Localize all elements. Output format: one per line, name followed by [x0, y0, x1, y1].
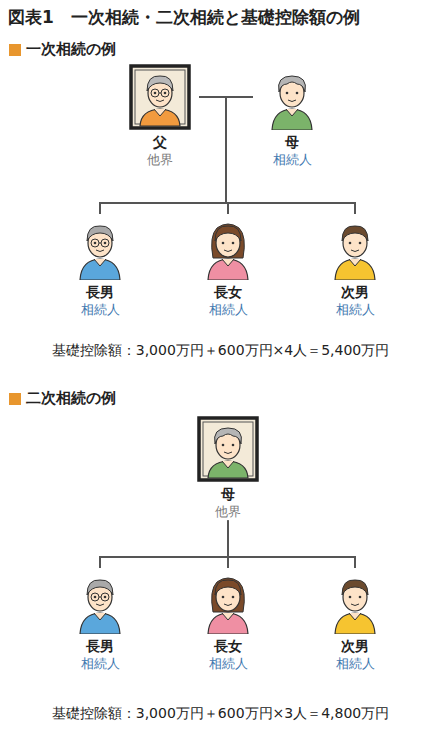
inheritance-status: 相続人: [189, 656, 267, 673]
family-line: [199, 97, 228, 214]
person-illustration: [324, 568, 386, 634]
person-name: 長男: [61, 284, 139, 302]
deduction-formula: 基礎控除額：3,000万円＋600万円×3人＝4,800万円: [0, 705, 441, 723]
person-node: 次男相続人: [316, 214, 394, 318]
family-line: [100, 97, 226, 214]
inheritance-status: 相続人: [316, 656, 394, 673]
inheritance-status: 相続人: [61, 302, 139, 319]
family-line: [199, 97, 355, 214]
diagram-title: 図表1 一次相続・二次相続と基礎控除額の例: [8, 6, 360, 29]
family-line: [226, 97, 253, 214]
person-node: 長女相続人: [189, 214, 267, 318]
inheritance-status: 他界: [121, 152, 199, 169]
person-name: 長男: [61, 638, 139, 656]
person-node: 長男相続人: [61, 568, 139, 672]
person-illustration: [69, 568, 131, 634]
person-name: 母: [253, 134, 331, 152]
person-node: 父他界: [121, 64, 199, 168]
person-node: 長男相続人: [61, 214, 139, 318]
person-name: 母: [189, 486, 267, 504]
person-name: 次男: [316, 638, 394, 656]
deduction-formula: 基礎控除額：3,000万円＋600万円×4人＝5,400万円: [0, 342, 441, 360]
person-name: 父: [121, 134, 199, 152]
person-illustration: [324, 214, 386, 280]
person-node: 母相続人: [253, 64, 331, 168]
heading-square: [9, 393, 21, 405]
section-heading: 二次相続の例: [26, 389, 116, 408]
family-line: [228, 520, 355, 568]
inheritance-status: 相続人: [316, 302, 394, 319]
inheritance-status: 他界: [189, 504, 267, 521]
inheritance-status: 相続人: [253, 152, 331, 169]
person-illustration: [197, 568, 259, 634]
person-node: 長女相続人: [189, 568, 267, 672]
inheritance-status: 相続人: [189, 302, 267, 319]
heading-square: [9, 44, 21, 56]
person-illustration: [261, 64, 323, 130]
person-name: 長女: [189, 638, 267, 656]
person-node: 母他界: [189, 416, 267, 520]
person-illustration: [197, 416, 259, 482]
family-line: [226, 97, 355, 214]
person-name: 長女: [189, 284, 267, 302]
person-node: 次男相続人: [316, 568, 394, 672]
section-heading: 一次相続の例: [26, 40, 116, 59]
person-illustration: [69, 214, 131, 280]
family-line: [100, 520, 228, 568]
person-illustration: [129, 64, 191, 130]
person-name: 次男: [316, 284, 394, 302]
inheritance-status: 相続人: [61, 656, 139, 673]
person-illustration: [197, 214, 259, 280]
